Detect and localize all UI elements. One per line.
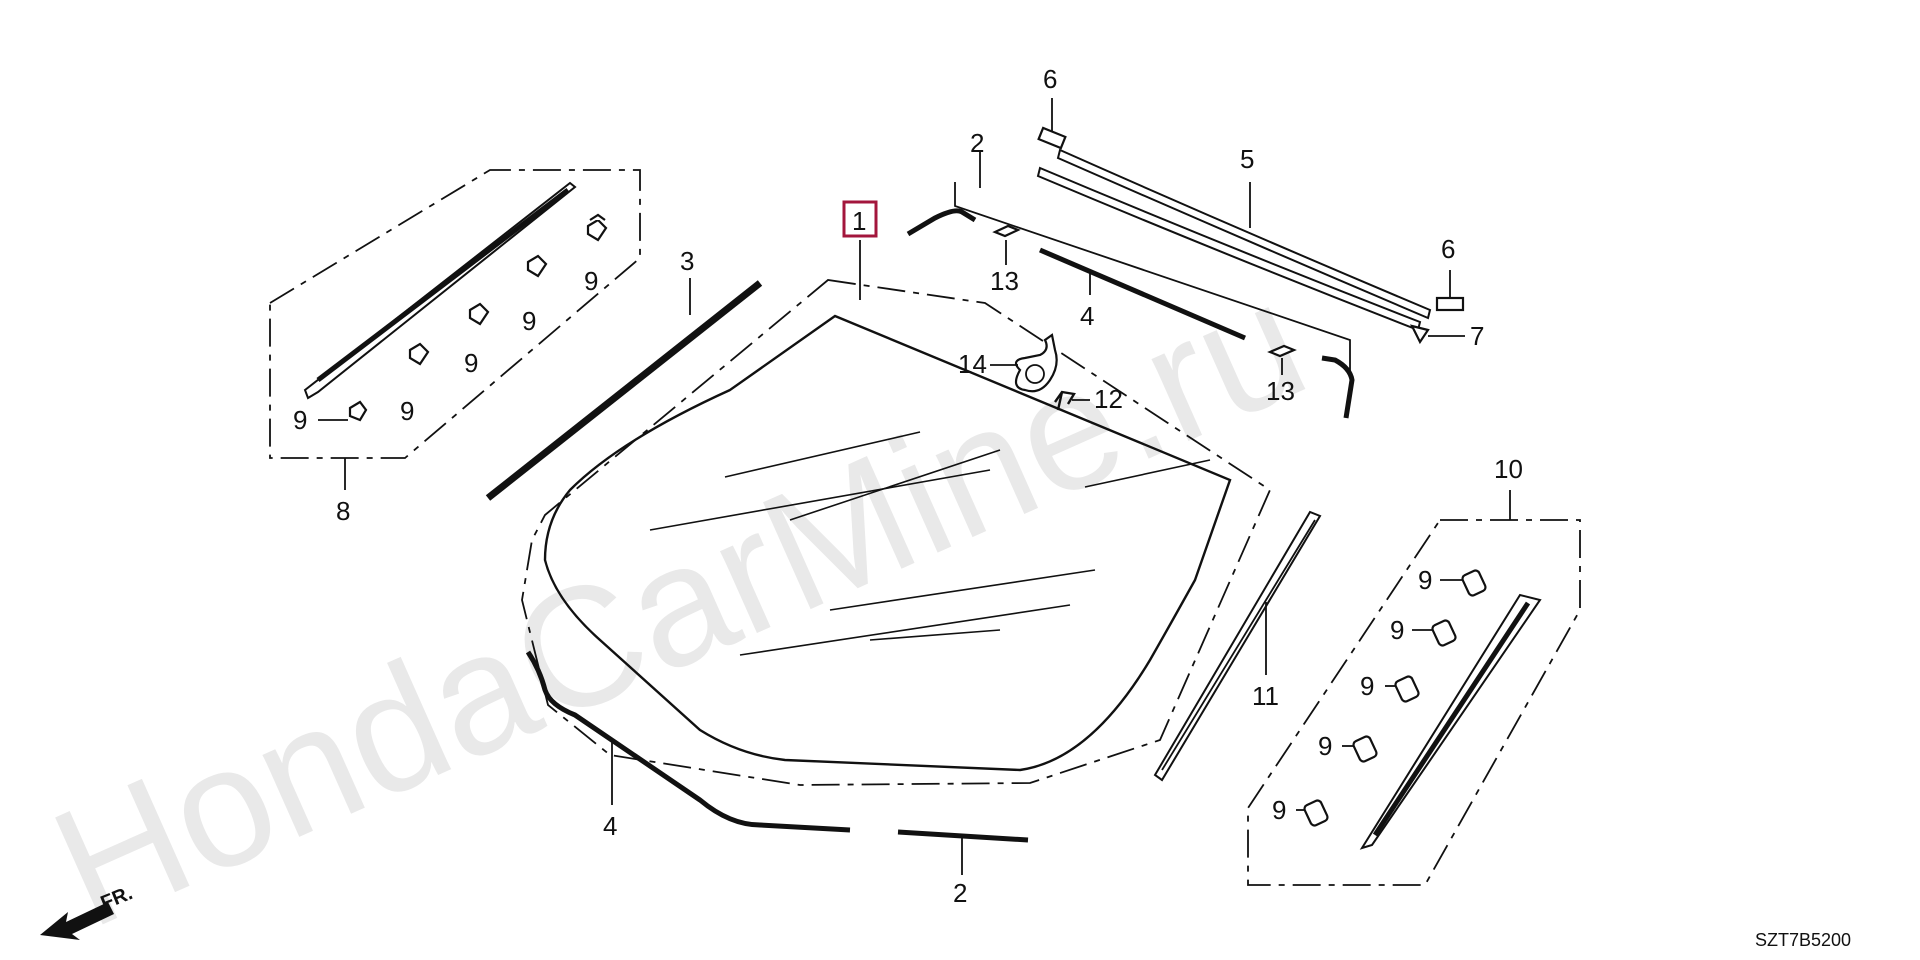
seal-2-lower[interactable] — [897, 829, 1029, 843]
front-direction-arrow-icon — [40, 902, 114, 940]
watermark: HondaCarMine.ru — [28, 244, 1331, 960]
clip-9-r3[interactable] — [1394, 675, 1420, 703]
spacer-13-right[interactable] — [1267, 344, 1297, 358]
clip-9-r5[interactable] — [1303, 799, 1329, 827]
end-cap-right[interactable] — [1321, 355, 1355, 419]
sensor-bracket[interactable] — [1014, 333, 1058, 393]
callout-14[interactable]: 14 — [958, 349, 987, 379]
moulding-3[interactable] — [485, 280, 763, 501]
callout-7[interactable]: 7 — [1470, 321, 1484, 351]
callout-9-r1[interactable]: 9 — [1418, 565, 1432, 595]
callout-9-l5[interactable]: 9 — [584, 266, 598, 296]
windshield-glass[interactable] — [521, 279, 1272, 786]
clip-9-l2[interactable] — [408, 342, 430, 366]
callout-9-r5[interactable]: 9 — [1272, 795, 1286, 825]
clip-9-r1[interactable] — [1461, 569, 1487, 597]
moulding-8[interactable] — [303, 181, 577, 400]
callout-5[interactable]: 5 — [1240, 144, 1254, 174]
group-2-bracket — [954, 182, 1351, 375]
callout-2-bottom[interactable]: 2 — [953, 878, 967, 908]
callout-9-l3[interactable]: 9 — [464, 348, 478, 378]
clip-9-r2[interactable] — [1431, 619, 1457, 647]
callout-6-right[interactable]: 6 — [1441, 234, 1455, 264]
clip-12[interactable] — [1054, 390, 1076, 411]
callout-11[interactable]: 11 — [1252, 681, 1279, 711]
clip-9-l1[interactable] — [348, 400, 368, 422]
callout-1-highlight[interactable] — [842, 200, 878, 238]
diagram-code: SZT7B5200 — [1755, 930, 1851, 950]
callout-6-top[interactable]: 6 — [1043, 64, 1057, 94]
callout-9-r4[interactable]: 9 — [1318, 731, 1332, 761]
clip-9-l6[interactable] — [589, 213, 606, 221]
seal-4-upper[interactable] — [1039, 247, 1246, 341]
group-8-outline — [269, 169, 641, 459]
clip-7[interactable] — [1409, 324, 1430, 345]
callout-3[interactable]: 3 — [680, 246, 694, 276]
clip-9-l5[interactable] — [586, 218, 608, 242]
spacer-13-left[interactable] — [992, 224, 1021, 238]
callout-10[interactable]: 10 — [1494, 454, 1523, 484]
cap-6-right[interactable] — [1435, 296, 1465, 312]
callout-1[interactable]: 1 — [852, 206, 866, 236]
callout-8[interactable]: 8 — [336, 496, 350, 526]
group-10-outline — [1247, 519, 1581, 886]
end-cap-left[interactable] — [906, 208, 977, 237]
callout-9-l2[interactable]: 9 — [400, 396, 414, 426]
clip-9-l3[interactable] — [468, 302, 490, 326]
callout-9-r3[interactable]: 9 — [1360, 671, 1374, 701]
seal-4-lower[interactable] — [525, 650, 851, 833]
callout-4-top[interactable]: 4 — [1080, 301, 1094, 331]
callout-9-l4[interactable]: 9 — [522, 306, 536, 336]
callout-12[interactable]: 12 — [1094, 384, 1123, 414]
cap-6-top[interactable] — [1037, 126, 1067, 150]
moulding-10[interactable] — [1359, 593, 1542, 850]
callout-2-top[interactable]: 2 — [970, 128, 984, 158]
callout-13-right[interactable]: 13 — [1266, 376, 1295, 406]
callout-9-r2[interactable]: 9 — [1390, 615, 1404, 645]
clip-9-l4[interactable] — [526, 254, 548, 278]
callout-13-left[interactable]: 13 — [990, 266, 1019, 296]
moulding-11[interactable] — [1153, 510, 1322, 782]
callout-9-l1[interactable]: 9 — [293, 405, 307, 435]
callout-4-bottom[interactable]: 4 — [603, 811, 617, 841]
clip-9-r4[interactable] — [1352, 735, 1378, 763]
